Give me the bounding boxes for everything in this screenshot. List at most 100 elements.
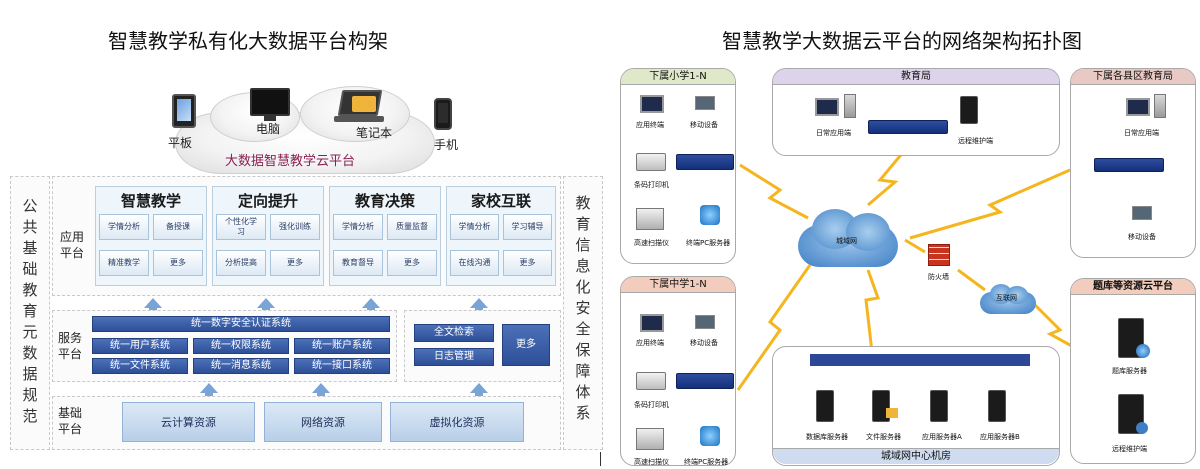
log-management-button[interactable]: 日志管理 [414,348,494,366]
label: 应用服务器B [980,433,1020,441]
printer-icon [636,153,666,171]
more-services-button[interactable]: 更多 [502,324,550,366]
panel-bureau-title: 教育局 [773,69,1059,85]
laptop-base-icon [334,116,384,122]
link-primary [739,163,809,220]
panel-resource-title: 题库等资源云平台 [1071,279,1195,295]
scanner-icon [636,428,664,450]
link-internet [957,268,986,292]
app-item[interactable]: 学习辅导 [503,214,552,240]
app-item[interactable]: 备授课 [153,214,203,240]
folder-icon [886,408,898,418]
right-title: 智慧教学大数据云平台的网络架构拓扑图 [722,29,1082,53]
app-item[interactable]: 精准教学 [99,250,149,276]
up-arrow-icon [144,298,162,308]
link-datacenter [864,269,881,353]
up-arrow-stem [475,392,483,398]
panel-county-title: 下属各县区教育局 [1071,69,1195,85]
left-title: 智慧教学私有化大数据平台构架 [108,29,388,53]
app-group-title: 定向提升 [237,192,298,210]
datacenter-backbone [810,354,1030,366]
app-item[interactable]: 教育督导 [333,250,383,276]
up-arrow-icon [257,298,275,308]
app-item[interactable]: 学情分析 [450,214,499,240]
server-icon [1154,94,1166,118]
desktop-icon [815,98,839,116]
label: 移动设备 [690,339,718,347]
service-cell[interactable]: 统一权限系统 [193,338,289,354]
left-standard-label: 公共基础教育元数据规范 [22,197,38,425]
label: 高速扫描仪 [634,458,669,466]
panel-middle-title: 下属中学1-N [621,277,735,293]
desktop-stand-icon [264,116,276,121]
label: 高速扫描仪 [634,239,669,247]
app-item[interactable]: 质量监督 [387,214,437,240]
panel-resource-cloud [1070,278,1196,464]
up-arrow-icon [470,383,488,393]
up-arrow-stem [317,392,325,398]
app-item[interactable]: 强化训练 [270,214,320,240]
pc-server-icon [700,426,720,446]
laptop-icon [695,315,715,329]
scanner-icon [636,208,664,230]
label: 应用终端 [636,121,664,129]
database-server-icon [816,390,834,422]
left-standard-column [10,176,50,450]
app-item[interactable]: 更多 [503,250,552,276]
label: 日常应用端 [816,129,851,137]
printer-icon [636,372,666,390]
firewall-icon [928,244,950,266]
service-cell[interactable]: 统一接口系统 [294,358,390,374]
network-resource[interactable]: 网络资源 [264,402,382,442]
pc-server-icon [700,205,720,225]
app-item[interactable]: 学情分析 [333,214,383,240]
app-group-title: 智慧教学 [120,192,181,210]
globe-icon [1136,344,1150,358]
folder-icon [352,96,376,112]
app-item[interactable]: 分析提高 [216,250,266,276]
app-item[interactable]: 更多 [153,250,203,276]
panel-primary-title: 下属小学1-N [621,69,735,85]
virtualization-resource[interactable]: 虚拟化资源 [390,402,524,442]
app-group-title: 家校互联 [470,192,531,210]
base-layer-label: 基础平台 [58,406,83,436]
service-cell[interactable]: 统一用户系统 [92,338,188,354]
label: 移动设备 [690,121,718,129]
right-security-label: 教育信息化安全保障体系 [575,194,591,422]
desktop-icon [1126,98,1150,116]
file-server-icon [872,390,890,422]
internet-label: 互联网 [996,294,1017,302]
app-item[interactable]: 更多 [387,250,437,276]
fulltext-search-button[interactable]: 全文检索 [414,324,494,342]
label: 远程维护端 [1112,445,1147,453]
label: 数据库服务器 [806,433,848,441]
app-item[interactable]: 学情分析 [99,214,149,240]
firewall-label: 防火墙 [928,273,949,281]
service-cell[interactable]: 统一账户系统 [294,338,390,354]
link-firewall [904,238,926,254]
service-cell[interactable]: 统一文件系统 [92,358,188,374]
cloud-compute-resource[interactable]: 云计算资源 [122,402,255,442]
desktop-icon [640,95,664,113]
up-arrow-icon [200,383,218,393]
platform-cloud-label: 大数据智慧教学云平台 [225,154,356,169]
app-group-title: 教育决策 [354,192,415,210]
link-middle [736,264,812,391]
server-icon [844,94,856,118]
divider [600,452,601,466]
service-layer-label: 服务平台 [58,331,83,361]
desktop-icon [640,314,664,332]
app-item[interactable]: 个性化学习 [216,214,266,240]
link-county [909,168,1071,240]
switch-icon [676,154,734,170]
tablet-icon [172,94,196,128]
app-server-b-icon [988,390,1006,422]
app-item[interactable]: 更多 [270,250,320,276]
service-cell[interactable]: 统一消息系统 [193,358,289,374]
label: 远程维护端 [958,137,993,145]
laptop-icon [1132,206,1152,220]
app-item[interactable]: 在线沟通 [450,250,499,276]
auth-system-bar[interactable]: 统一数字安全认证系统 [92,316,390,332]
link-bureau [867,149,907,207]
